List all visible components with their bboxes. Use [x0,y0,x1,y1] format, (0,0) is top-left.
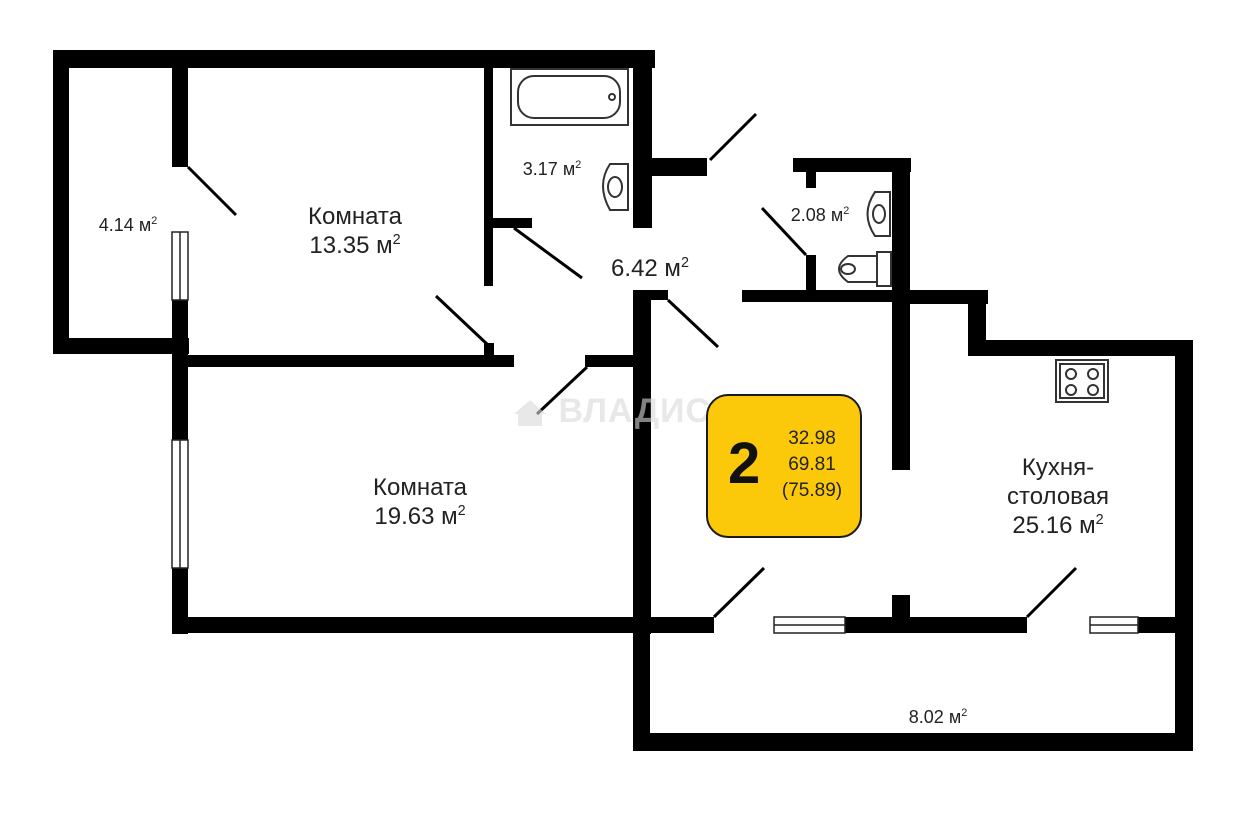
wall-segment [172,617,714,633]
wall-segment [1138,617,1178,633]
sink-icon [602,163,629,211]
window [171,231,189,301]
badge-areas: 32.98 69.81 (75.89) [772,426,852,504]
wall-segment [53,338,189,354]
room-name-line2: столовая [1007,483,1109,510]
apartment-badge: 2 32.98 69.81 (75.89) [706,394,862,538]
area-text: 3.17 м [522,159,576,179]
door-swing [434,294,490,347]
wall-segment [793,158,911,172]
door-swing [666,298,720,349]
area-text: 2.08 м [790,205,844,225]
wall-segment [633,158,707,176]
toilet-icon [838,251,892,287]
wall-segment [172,300,188,440]
area-text: 25.16 м [1012,512,1096,539]
total-area-with-balcony: (75.89) [781,480,843,501]
toilet-label: 2.08 м2 [770,204,870,226]
watermark-house-icon [514,400,546,427]
area-unit-sup: 2 [575,159,582,171]
wall-segment [845,617,1027,633]
area-text: 13.35 м [309,232,393,259]
living-area: 32.98 [788,428,836,449]
wall-segment [633,50,652,228]
kitchen-label: Кухня- столовая 25.16 м2 [978,453,1138,540]
door-swings [186,112,1078,619]
wall-segment [806,255,816,295]
stove-icon [1055,359,1109,403]
wall-segment [968,340,1193,356]
door-swing [186,165,238,217]
room-name: Комната [373,474,467,501]
window [171,439,189,569]
wall-segment [892,290,988,304]
wall-segment [585,355,635,367]
area-unit-sup: 2 [961,707,968,719]
wall-segment [633,733,1193,751]
room-count: 2 [728,431,761,496]
area-unit-sup: 2 [392,232,401,248]
area-text: 4.14 м [98,215,152,235]
area-text: 8.02 м [908,707,962,727]
area-unit-sup: 2 [1095,512,1104,528]
wall-segment [53,50,655,68]
room-large-label: Комната 19.63 м2 [345,473,495,531]
wall-segment [484,343,494,365]
wall-segment [188,355,514,367]
door-swing [513,226,583,280]
wall-segment [172,50,188,167]
window [773,616,846,634]
balcony-bottom-label: 8.02 м2 [888,706,988,728]
wall-segment [892,158,910,470]
wall-segment [633,290,668,300]
door-swing [760,206,808,257]
room-name: Комната [308,203,402,230]
wall-segment [633,617,650,750]
area-text: 6.42 м [611,255,681,282]
walls [53,50,1193,751]
door-swing [708,112,758,162]
wall-segment [1175,340,1193,750]
room-small-label: Комната 13.35 м2 [280,202,430,260]
door-swing [712,566,766,619]
total-area: 69.81 [788,454,836,475]
door-swing [1025,566,1078,619]
area-unit-sup: 2 [151,215,158,227]
area-unit-sup: 2 [843,205,850,217]
wall-segment [53,50,69,354]
wall-segment [633,290,651,634]
bathtub-icon [510,68,629,126]
area-unit-sup: 2 [680,255,689,271]
wall-segment [484,218,532,228]
bathroom-label: 3.17 м2 [502,158,602,180]
watermark: ВЛАДИС [512,392,711,431]
windows [171,231,1139,634]
hallway-label: 6.42 м2 [590,254,710,283]
wall-segment [968,290,986,356]
balcony-left-label: 4.14 м2 [78,214,178,236]
area-text: 19.63 м [374,503,458,530]
watermark-text: ВЛАДИС [558,392,712,430]
wall-segment [742,290,908,302]
sink-icon [866,191,891,237]
wall-segment [806,172,816,188]
area-unit-sup: 2 [457,503,466,519]
door-swing [535,365,589,416]
wall-segment [484,64,493,286]
room-name-line1: Кухня- [1021,454,1095,481]
window [1089,616,1139,634]
